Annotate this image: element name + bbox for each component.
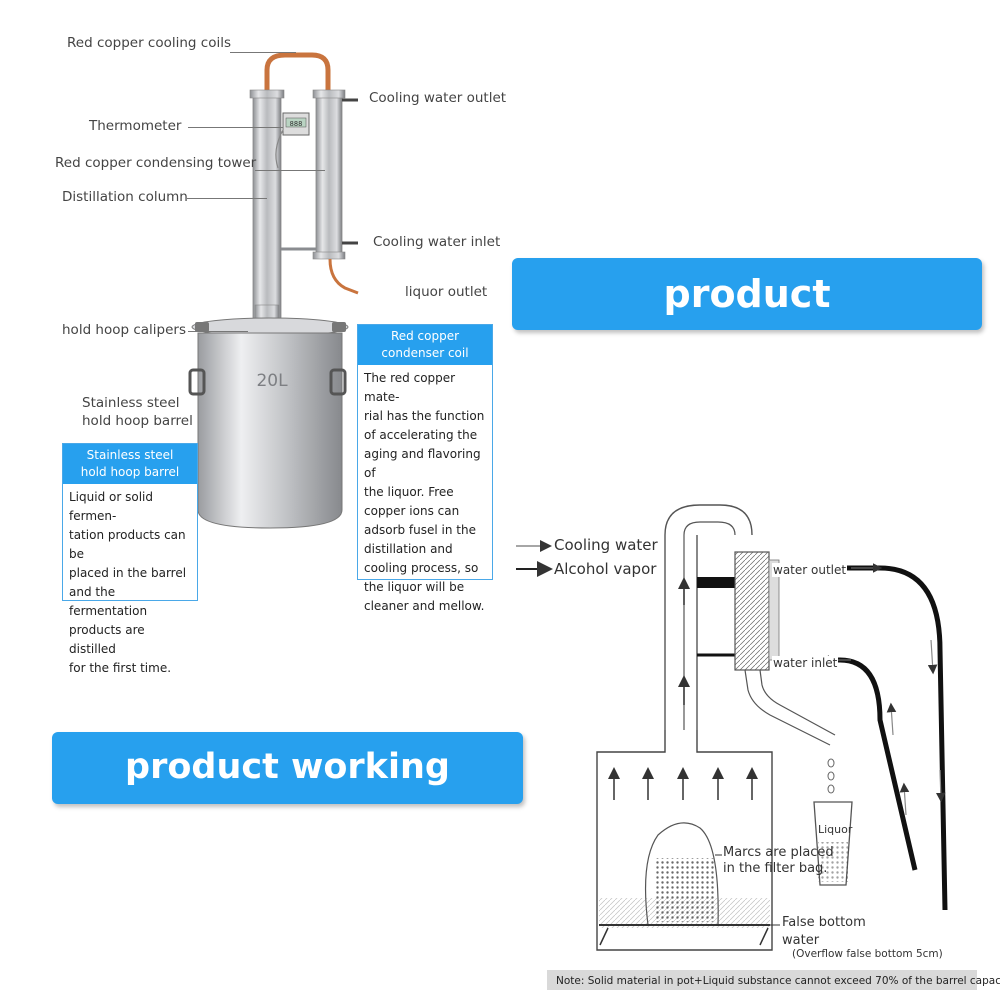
label-barrel-line1: Stainless steel xyxy=(82,395,180,411)
thermometer-display: 888 xyxy=(290,120,303,128)
barrel-info-title: Stainless steel hold hoop barrel xyxy=(63,444,197,484)
coil-info-title-line2: condenser coil xyxy=(381,346,469,360)
label-cooling-coils: Red copper cooling coils xyxy=(67,35,231,51)
label-water-inlet: water inlet xyxy=(772,656,839,670)
barrel-info-title-line1: Stainless steel xyxy=(86,448,174,462)
barrel-info-line: products are distilled xyxy=(69,623,145,656)
leader-line xyxy=(230,52,296,53)
banner-product-working-principle: product working principle xyxy=(52,732,523,857)
label-marcs-line1: Marcs are placed xyxy=(723,845,834,860)
barrel-info-title-line2: hold hoop barrel xyxy=(80,465,180,479)
label-condensing-tower: Red copper condensing tower xyxy=(55,155,257,171)
label-distillation-column: Distillation column xyxy=(62,189,188,205)
legend-cooling-water: Cooling water xyxy=(554,536,658,554)
coil-info-line: of accelerating the xyxy=(364,428,478,442)
label-water-outlet: water outlet xyxy=(772,563,848,577)
label-liquor-outlet: liquor outlet xyxy=(405,284,488,300)
label-liquor-glass: Liquor xyxy=(818,823,853,836)
coil-info-line: copper ions can xyxy=(364,504,460,518)
working-principle-diagram xyxy=(516,504,977,990)
coil-info-line: The red copper mate- xyxy=(364,371,456,404)
barrel-info-line: Liquid or solid fermen- xyxy=(69,490,153,523)
label-cooling-water-inlet: Cooling water inlet xyxy=(373,234,501,250)
label-hold-hoop-calipers: hold hoop calipers xyxy=(62,322,187,338)
leader-line xyxy=(188,127,283,128)
legend-alcohol-vapor: Alcohol vapor xyxy=(554,560,657,578)
coil-info-line: aging and flavoring of xyxy=(364,447,481,480)
barrel-info-box: Stainless steel hold hoop barrel Liquid … xyxy=(62,443,198,675)
leader-line xyxy=(188,331,248,332)
label-barrel-line2: hold hoop barrel xyxy=(82,413,193,429)
barrel-capacity-marking: 20L xyxy=(256,371,288,391)
leader-line xyxy=(187,198,267,199)
barrel-info-text: Liquid or solid fermen- tation products … xyxy=(63,484,197,682)
barrel-info-line: placed in the barrel xyxy=(69,566,187,580)
coil-info-line: cleaner and mellow. xyxy=(364,599,485,613)
note-capacity: Note: Solid material in pot+Liquid subst… xyxy=(556,975,1000,987)
barrel-info-line: for the first time. xyxy=(69,661,172,675)
coil-info-line: rial has the function xyxy=(364,409,485,423)
coil-info-text: The red copper mate- rial has the functi… xyxy=(358,365,492,620)
label-false-bottom: False bottom xyxy=(782,915,866,930)
label-cooling-water-outlet: Cooling water outlet xyxy=(369,90,507,106)
distiller-product-image: 888 20L xyxy=(188,52,359,529)
coil-info-line: distillation and xyxy=(364,542,453,556)
leader-line xyxy=(255,170,325,171)
coil-info-box: Red copper condenser coil The red copper… xyxy=(357,324,493,613)
banner-product-decomposition: product decomposition xyxy=(512,258,982,388)
coil-info-line: cooling process, so xyxy=(364,561,479,575)
coil-info-line: the liquor will be xyxy=(364,580,465,594)
label-marcs: Marcs are placed in the filter bag. xyxy=(723,845,834,877)
coil-info-title-line1: Red copper xyxy=(390,329,460,343)
label-overflow: (Overflow false bottom 5cm) xyxy=(792,948,943,960)
coil-info-line: the liquor. Free xyxy=(364,485,454,499)
coil-info-title: Red copper condenser coil xyxy=(358,325,492,365)
barrel-info-line: tation products can be xyxy=(69,528,186,561)
coil-info-line: adsorb fusel in the xyxy=(364,523,476,537)
label-thermometer: Thermometer xyxy=(89,118,182,134)
barrel-info-line: and the fermentation xyxy=(69,585,148,618)
label-water: water xyxy=(782,933,820,948)
label-marcs-line2: in the filter bag. xyxy=(723,861,828,876)
